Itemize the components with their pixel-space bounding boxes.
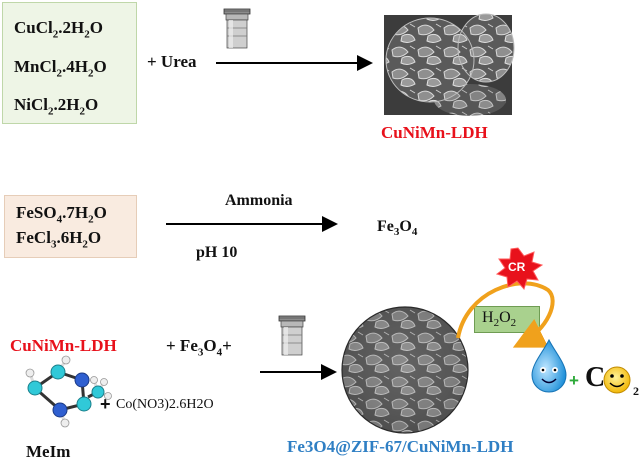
co2-subscript-label: 2: [633, 384, 639, 398]
cunimn-ldh-sem-image: [384, 13, 515, 116]
composite-sem-image: [341, 306, 469, 434]
smiley-face-icon: [603, 366, 631, 394]
step1-reagent-box: [2, 2, 137, 124]
autoclave-icon-step1: [223, 8, 251, 49]
meim-label: MeIm: [26, 442, 71, 461]
reagent-nicl2: NiCl2.2H2O: [14, 95, 99, 118]
co2-carbon-label: C: [585, 362, 606, 393]
reagent-cucl2: CuCl2.2H2O: [14, 18, 103, 41]
composite-product-label: Fe3O4@ZIF-67/CuNiMn-LDH: [287, 437, 514, 456]
cobalt-plus: +: [100, 394, 111, 414]
cunimn-ldh-reactant-label: CuNiMn-LDH: [10, 336, 117, 355]
urea-label: + Urea: [147, 52, 197, 71]
reagent-mncl2: MnCl2.4H2O: [14, 57, 107, 80]
cunimn-ldh-product-label: CuNiMn-LDH: [381, 123, 488, 142]
reagent-feso4: FeSO4.7H2O: [16, 203, 107, 226]
fe3o4-plus-label: + Fe3O4+: [166, 336, 232, 359]
degradation-arrow: [456, 281, 555, 348]
autoclave-icon-step3: [278, 315, 306, 356]
water-droplet-icon: [531, 338, 567, 393]
meim-molecule-icon: [25, 355, 112, 428]
cr-badge-icon: [495, 247, 544, 291]
cobalt-nitrate-label: Co(NO3)2.6H2O: [116, 397, 214, 412]
products-plus: +: [569, 371, 579, 390]
reagent-fecl3: FeCl3.6H2O: [16, 228, 102, 251]
fe3o4-product-label: Fe3O4: [377, 218, 418, 239]
cr-badge-label: CR: [508, 260, 526, 274]
step2-reagent-box: [4, 195, 137, 258]
ammonia-label: Ammonia: [225, 192, 293, 209]
ph-label: pH 10: [196, 244, 238, 261]
